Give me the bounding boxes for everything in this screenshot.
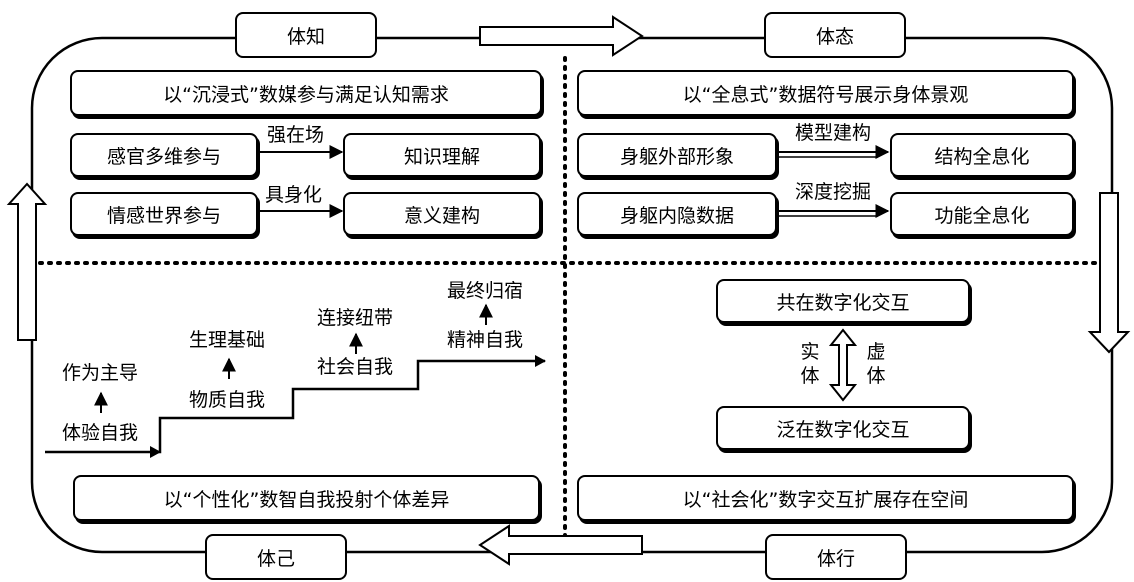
q3-headline-box: 以“个性化”数智自我投射个体差异 (73, 475, 540, 521)
q2-row1-via-label: 模型建构 (795, 122, 872, 144)
q2-row2-to-box: 功能全息化 (890, 192, 1074, 236)
block-arrow-right-down (1087, 192, 1131, 354)
q2-row1-from-box: 身躯外部形象 (577, 133, 777, 177)
q4-headline-box: 以“社会化”数字交互扩展存在空间 (577, 475, 1074, 521)
q1-row1-to-box: 知识理解 (343, 133, 541, 177)
block-arrow-bottom-left (478, 524, 643, 566)
q2-row1-to-box: 结构全息化 (890, 133, 1074, 177)
q3-step-note-4: 最终归宿 (447, 280, 524, 302)
q4-bottom-box: 泛在数字化交互 (716, 406, 970, 450)
q2-row2-via-label: 深度挖掘 (795, 181, 872, 203)
block-arrow-top-right (479, 15, 644, 57)
corner-box-bottom-right: 体行 (765, 534, 907, 580)
q3-step-label-4: 精神自我 (447, 329, 524, 351)
q2-row2-from-box: 身躯内隐数据 (577, 192, 777, 236)
q3-staircase-arrowhead-2 (535, 355, 546, 367)
q4-right-vertical-label: 虚体 (866, 341, 886, 387)
q4-top-box: 共在数字化交互 (716, 279, 970, 323)
q3-step-note-3: 连接纽带 (317, 307, 394, 329)
q3-staircase (45, 359, 545, 454)
q4-left-vertical-label: 实体 (800, 341, 820, 387)
q2-headline-box: 以“全息式”数据符号展示身体景观 (577, 70, 1074, 116)
q1-row2-via-label: 具身化 (265, 184, 323, 206)
corner-box-top-left: 体知 (235, 12, 377, 58)
corner-box-bottom-left: 体己 (205, 534, 347, 580)
block-arrow-left-up (6, 182, 48, 341)
q3-step-note-1: 作为主导 (62, 362, 139, 384)
q1-row2-to-box: 意义建构 (343, 192, 541, 236)
q1-row1-via-label: 强在场 (267, 124, 325, 146)
q1-headline-box: 以“沉浸式”数媒参与满足认知需求 (70, 70, 542, 116)
q3-step-note-2: 生理基础 (189, 329, 266, 351)
q3-step-label-2: 物质自我 (189, 389, 266, 411)
q4-double-arrow (828, 328, 858, 402)
q3-step-label-3: 社会自我 (317, 356, 394, 378)
q1-row2-from-box: 情感世界参与 (70, 192, 258, 236)
q1-row1-from-box: 感官多维参与 (70, 133, 258, 177)
corner-box-top-right: 体态 (764, 12, 906, 58)
q3-step-label-1: 体验自我 (62, 422, 139, 444)
q3-staircase-arrowhead-1 (150, 446, 161, 458)
